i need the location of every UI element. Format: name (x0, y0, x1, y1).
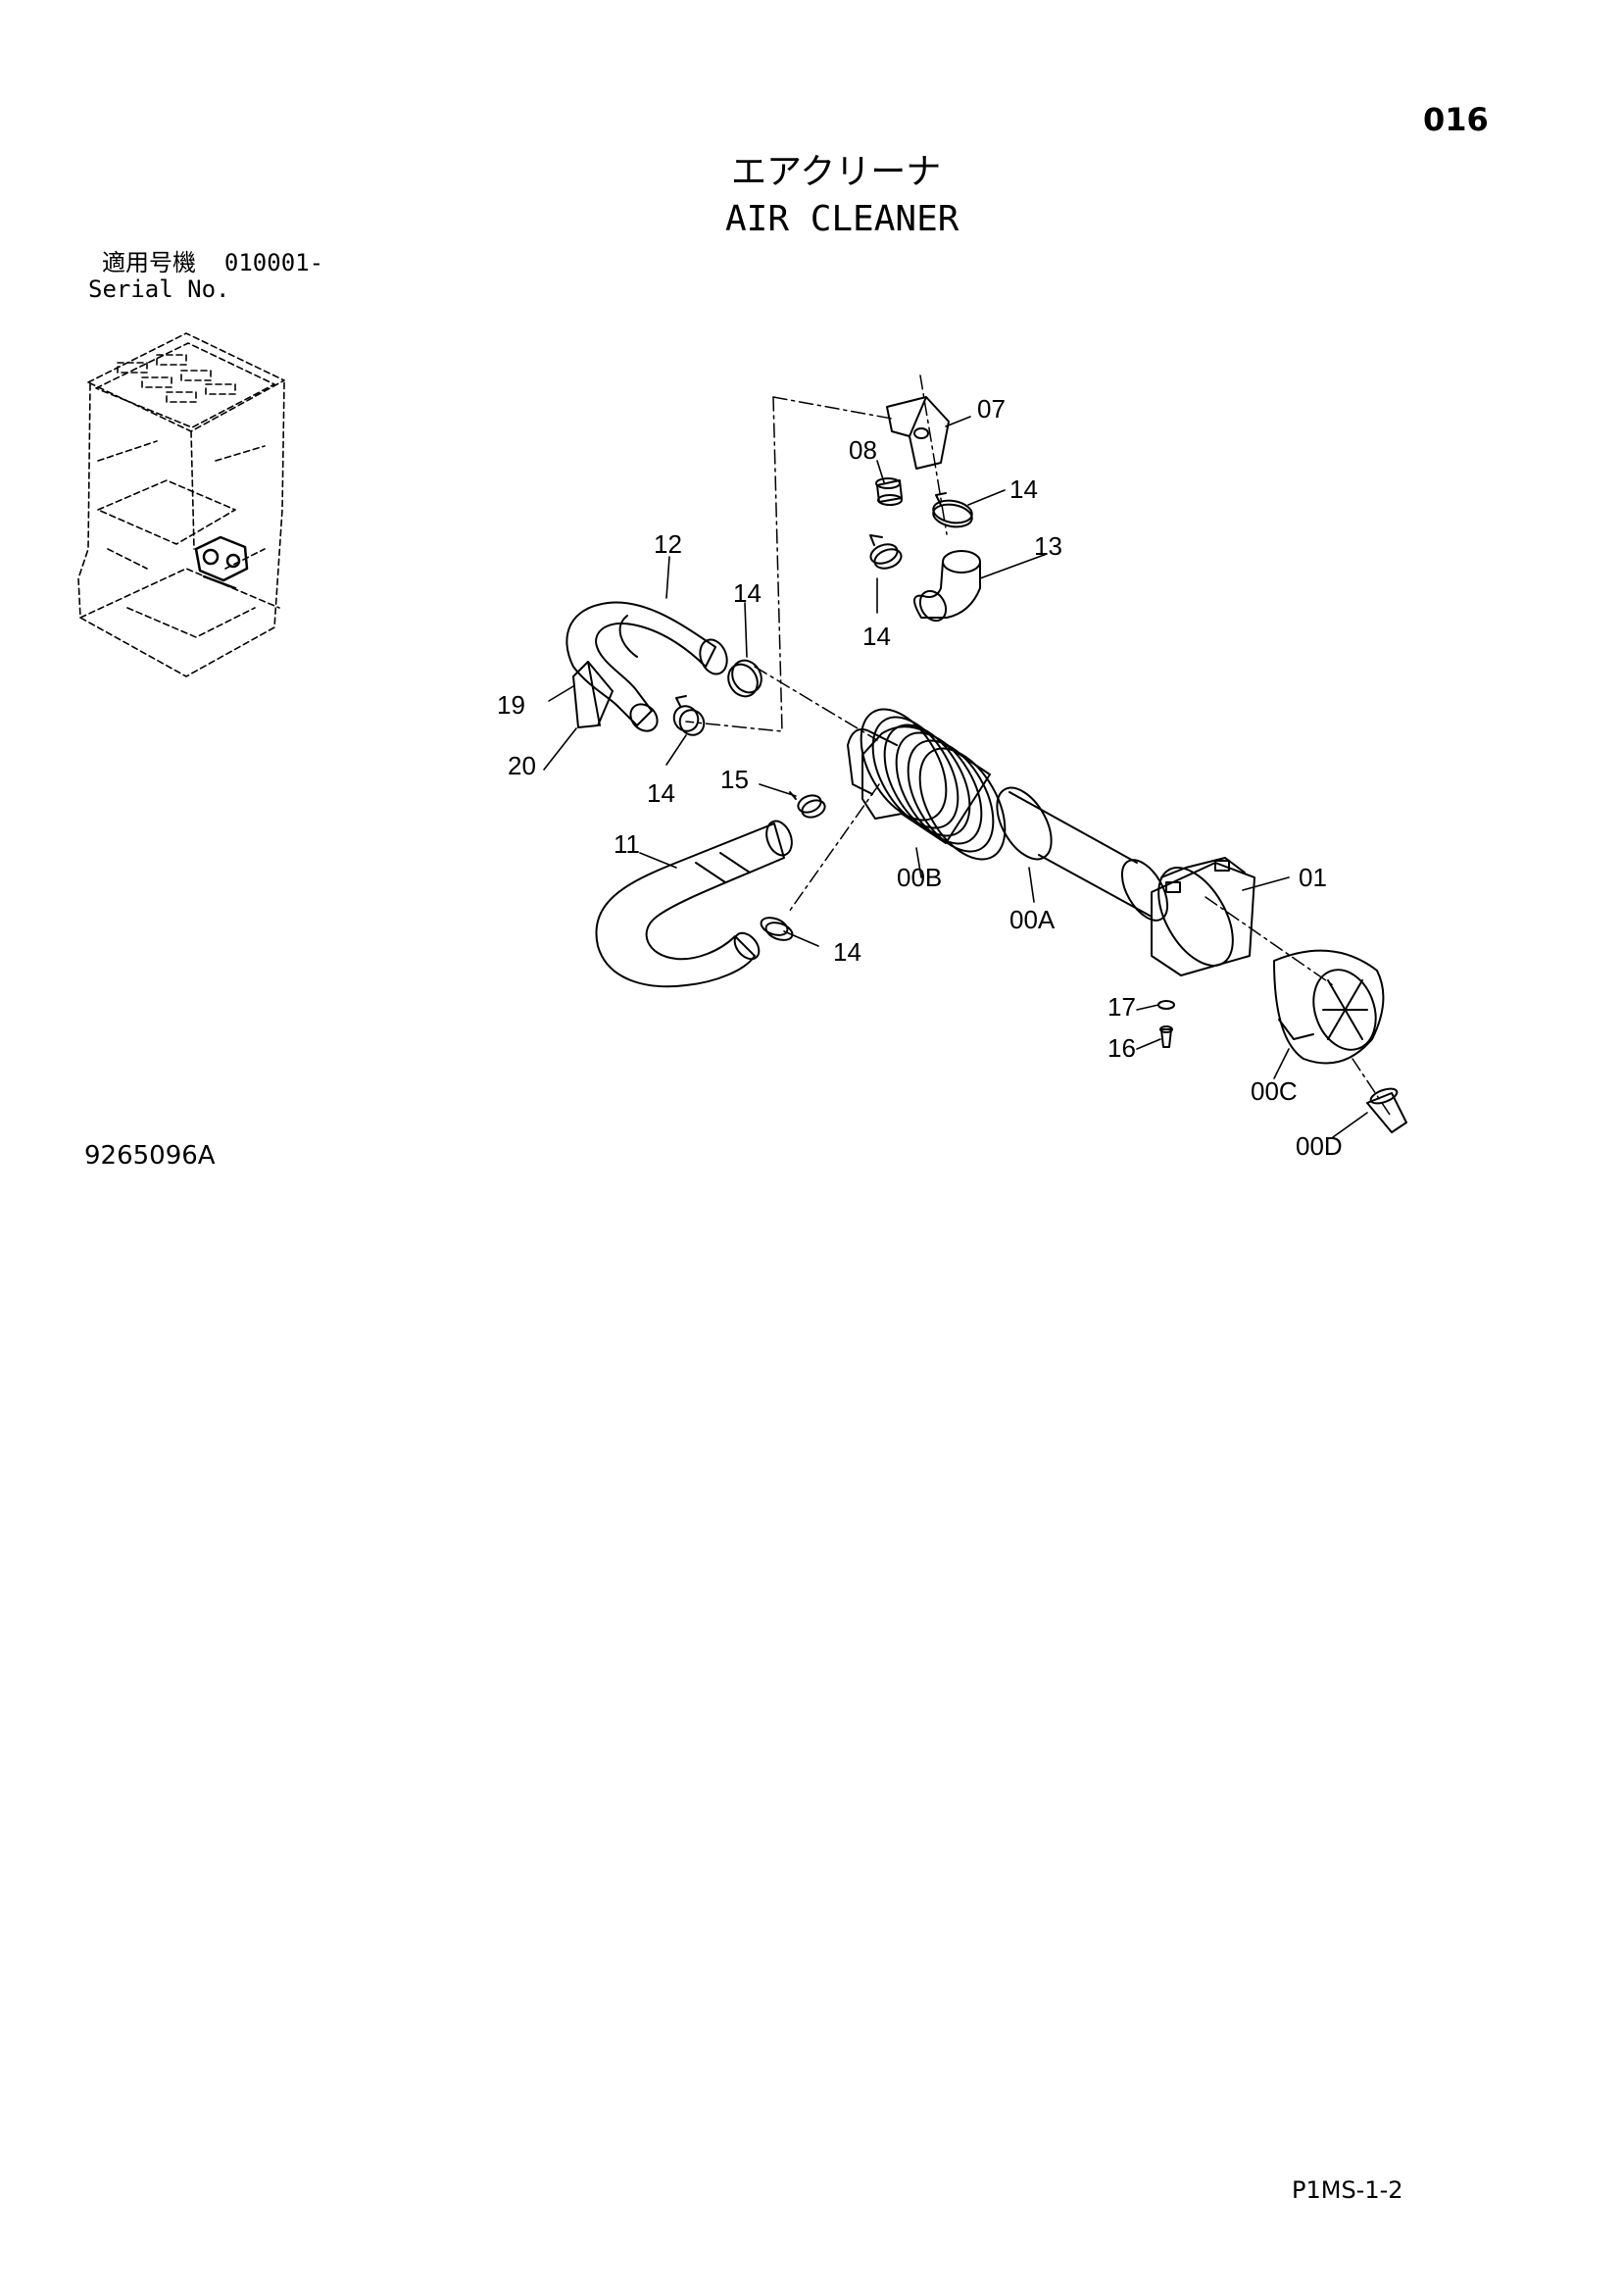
title-english: AIR CLEANER (725, 199, 959, 239)
hose-clamp (727, 659, 762, 698)
part-label-12: 12 (654, 529, 682, 559)
part-label-20: 20 (508, 751, 536, 780)
part-label-19: 19 (497, 690, 525, 720)
part-label-00A: 00A (1009, 905, 1056, 934)
part-label-08: 08 (849, 435, 877, 465)
evacuator-valve-00D (1366, 1087, 1407, 1133)
part-label-07: 07 (977, 394, 1006, 424)
part-label-15: 15 (720, 765, 749, 794)
machine-locator-thumbnail (77, 332, 285, 677)
hose-clamp (760, 917, 794, 941)
valve-08 (875, 477, 903, 506)
leader-lines (543, 416, 1368, 1138)
title-japanese: エアクリーナ (731, 152, 942, 192)
serial-range: 010001- (223, 249, 324, 276)
hose-11 (595, 820, 793, 988)
assembly-routing-lines (685, 374, 1393, 1119)
part-number-labels: 07 08 14 13 14 12 14 19 20 14 15 11 00B … (497, 394, 1343, 1161)
hose-12 (566, 601, 728, 732)
cover-00C (1273, 949, 1385, 1065)
hose-clamp-15 (789, 791, 826, 819)
air-cleaner-body-00B (847, 708, 1007, 861)
page-code: P1MS-1-2 (1292, 2176, 1403, 2204)
elbow-07 (886, 396, 950, 470)
serial-label-japanese: 適用号機 (102, 249, 196, 276)
serial-applicability: 適用号機 010001- (102, 251, 323, 275)
hose-clamp (932, 492, 973, 528)
part-label-14: 14 (1009, 474, 1038, 504)
part-label-00D: 00D (1296, 1131, 1343, 1161)
part-label-14: 14 (647, 778, 675, 808)
hose-clamp (869, 534, 903, 570)
bracket-19 (572, 661, 614, 728)
part-label-14: 14 (862, 622, 891, 651)
elbow-hose-13 (913, 550, 981, 623)
drawing-number: 9265096A (84, 1141, 216, 1171)
part-label-13: 13 (1034, 531, 1062, 561)
part-label-00B: 00B (897, 863, 942, 892)
mounting-bracket-01 (1151, 857, 1255, 976)
bolt-16 (1159, 1025, 1173, 1048)
hose-clamp (672, 695, 706, 736)
washer-17 (1157, 1000, 1175, 1010)
serial-label-english: Serial No. (88, 275, 230, 303)
part-label-16: 16 (1107, 1033, 1136, 1063)
part-label-01: 01 (1299, 863, 1327, 892)
page-number: 016 (1423, 101, 1489, 138)
part-label-00C: 00C (1251, 1076, 1298, 1106)
part-label-11: 11 (614, 829, 640, 859)
part-label-17: 17 (1107, 992, 1136, 1022)
part-label-14: 14 (733, 578, 762, 608)
part-label-14: 14 (833, 937, 861, 967)
